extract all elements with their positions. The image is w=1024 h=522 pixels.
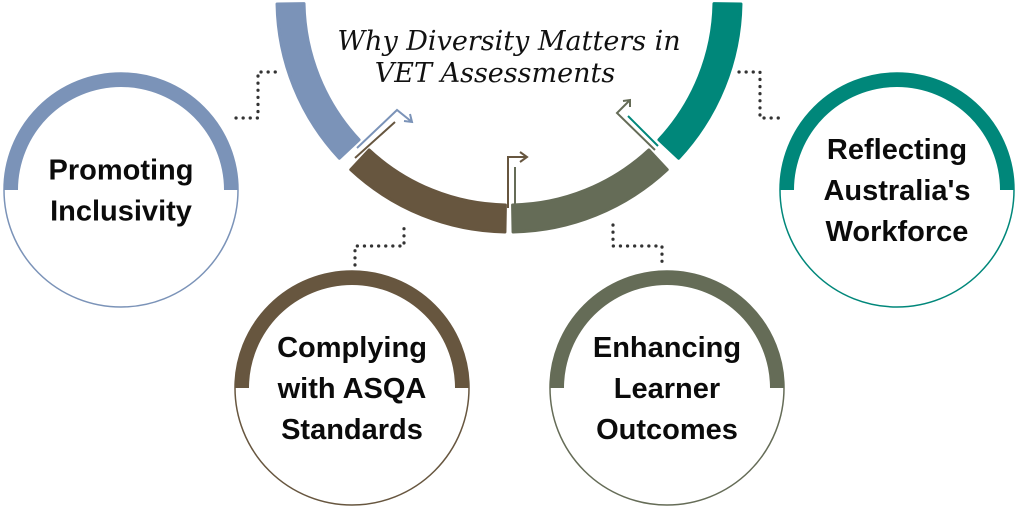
node-label-line: Learner: [614, 373, 720, 405]
diagram-title-line1: Why Diversity Matters in: [337, 26, 680, 57]
arrow-brown: [507, 151, 529, 208]
line-brown: [354, 121, 396, 159]
central-arc: [275, 2, 743, 234]
arc-segment-brown: [349, 148, 507, 234]
connector-complying: [353, 223, 406, 267]
arc-segment-blue: [275, 2, 361, 160]
node-label-line: Complying: [277, 332, 427, 364]
node-complying: Complying with ASQA Standards: [234, 270, 470, 506]
node-label-line: Workforce: [826, 216, 969, 248]
arrow-olive: [615, 98, 656, 151]
node-label-line: Enhancing: [593, 332, 741, 364]
connector-enhancing: [611, 223, 664, 267]
node-label-line: Australia's: [823, 175, 970, 207]
node-top-band: [4, 73, 238, 190]
line-teal: [627, 115, 659, 147]
arrow-blue: [356, 108, 414, 149]
node-label-line: with ASQA: [277, 373, 427, 405]
node-top-band: [235, 271, 469, 388]
node-top-band: [780, 73, 1014, 190]
diagram-title-line2: VET Assessments: [375, 58, 615, 89]
connector-promoting: [234, 70, 283, 120]
arc-segment-olive: [511, 148, 669, 234]
node-top-band: [550, 271, 784, 388]
node-label-line: Inclusivity: [50, 196, 192, 228]
node-label-line: Reflecting: [827, 134, 967, 166]
arc-segment-teal: [657, 2, 743, 160]
node-label-line: Promoting: [49, 155, 194, 187]
connector-reflecting: [737, 70, 785, 120]
node-label-line: Standards: [281, 414, 423, 446]
node-label-line: Outcomes: [596, 414, 738, 446]
